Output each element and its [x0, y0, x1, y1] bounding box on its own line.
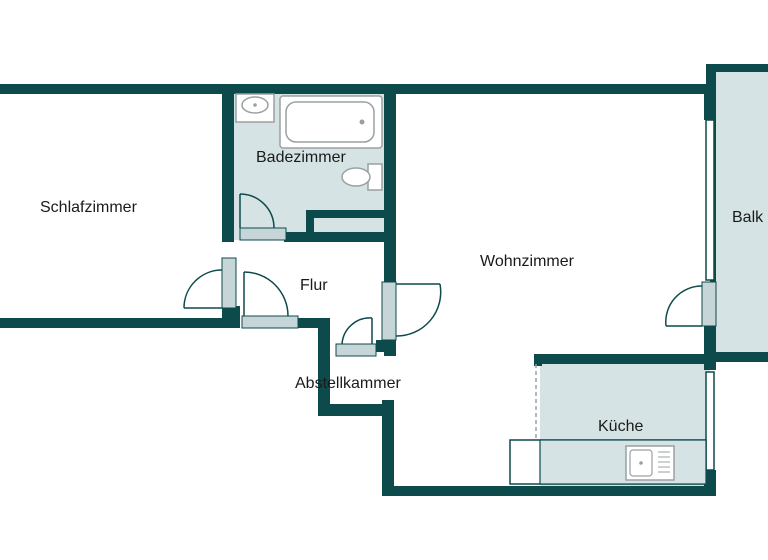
label-flur: Flur: [300, 277, 328, 294]
label-schlafzimmer: Schlafzimmer: [40, 199, 138, 216]
label-abstellkammer: Abstellkammer: [295, 375, 401, 392]
bathtub-icon: [279, 95, 383, 149]
sink-icon: [235, 93, 275, 123]
walls: [0, 64, 768, 496]
label-badezimmer: Badezimmer: [256, 149, 346, 166]
kitchen-sink-icon: [625, 445, 675, 481]
window-frames: [705, 119, 715, 471]
label-kueche: Küche: [598, 418, 643, 435]
balcony-floor: [714, 70, 768, 360]
door-frames: [221, 227, 717, 357]
door-swing-icon: [183, 193, 703, 345]
label-balkon: Balk: [732, 209, 764, 226]
label-wohnzimmer: Wohnzimmer: [480, 253, 575, 270]
toilet-icon: [341, 163, 383, 191]
